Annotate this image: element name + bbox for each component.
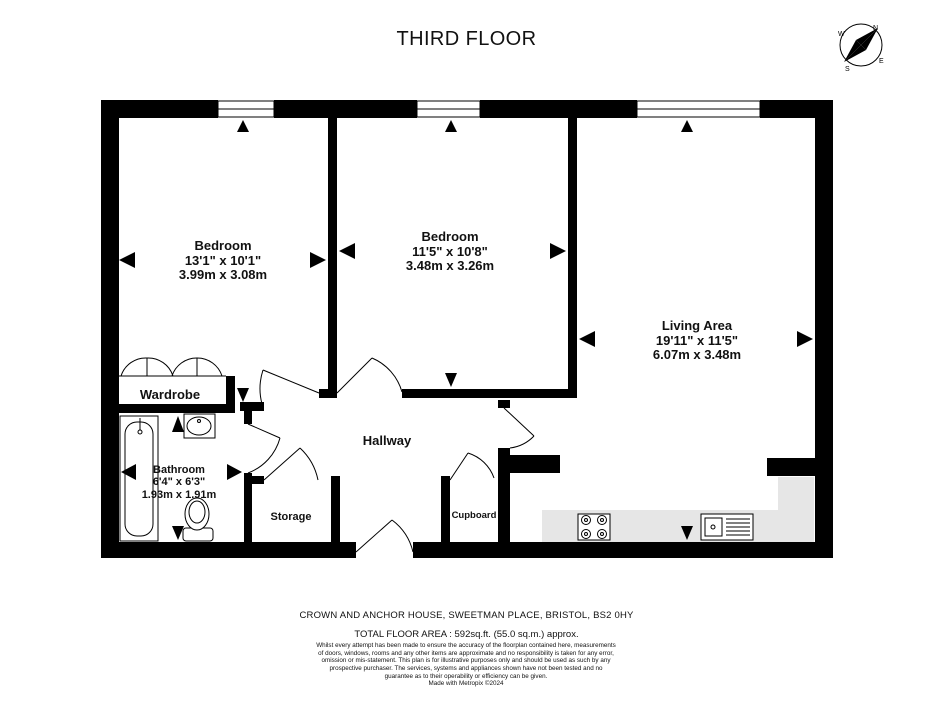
room-label-bathroom: Bathroom 6'4" x 6'3" 1.93m x 1.91m <box>124 464 234 501</box>
room-label-hallway: Hallway <box>362 433 412 448</box>
windows <box>217 100 761 118</box>
door-swings[interactable] <box>247 357 535 553</box>
room-name: Bedroom <box>421 229 479 244</box>
kitchen-sink <box>700 513 754 541</box>
floor-title: THIRD FLOOR <box>396 28 537 50</box>
room-dim-metric: 3.48m x 3.26m <box>405 258 495 274</box>
bathroom-sink <box>183 413 216 439</box>
compass-e: E <box>879 58 884 65</box>
exterior-walls <box>101 100 833 558</box>
room-label-living-area: Living Area 19'11" x 11'5" 6.07m x 3.48m <box>617 318 777 363</box>
compass-icon: N E S W <box>838 23 884 73</box>
room-label-bedroom-1: Bedroom 13'1" x 10'1" 3.99m x 3.08m <box>153 238 293 283</box>
compass-n: N <box>873 25 878 32</box>
room-dim-metric: 1.93m x 1.91m <box>141 488 217 501</box>
compass-s: S <box>845 66 850 73</box>
room-dim-imperial: 6'4" x 6'3" <box>152 476 206 489</box>
room-label-wardrobe: Wardrobe <box>139 387 201 402</box>
room-label-bedroom-2: Bedroom 11'5" x 10'8" 3.48m x 3.26m <box>380 229 520 274</box>
disclaimer-block: Whilst every attempt has been made to en… <box>316 642 616 688</box>
room-name: Living Area <box>661 318 733 333</box>
room-label-cupboard: Cupboard <box>451 510 497 521</box>
room-dim-imperial: 11'5" x 10'8" <box>412 243 488 259</box>
room-dim-metric: 3.99m x 3.08m <box>178 267 268 283</box>
wardrobe-doors[interactable] <box>119 357 226 377</box>
dimension-arrows <box>119 120 813 540</box>
room-label-storage: Storage <box>270 511 312 523</box>
room-name: Bedroom <box>194 238 252 253</box>
compass-w: W <box>838 31 845 38</box>
room-dim-metric: 6.07m x 3.48m <box>652 347 742 363</box>
room-name: Bathroom <box>153 464 205 476</box>
bathtub <box>119 415 159 542</box>
total-floor-area: TOTAL FLOOR AREA : 592sq.ft. (55.0 sq.m.… <box>354 629 579 640</box>
property-address: CROWN AND ANCHOR HOUSE, SWEETMAN PLACE, … <box>299 610 634 621</box>
interior-walls <box>119 118 815 542</box>
room-dim-imperial: 13'1" x 10'1" <box>184 252 262 268</box>
disclaimer-text: Whilst every attempt has been made to en… <box>316 642 616 680</box>
credit-text: Made with Metropix ©2024 <box>428 680 504 688</box>
hob <box>577 513 611 541</box>
room-dim-imperial: 19'11" x 11'5" <box>655 332 739 348</box>
toilet <box>182 497 214 542</box>
